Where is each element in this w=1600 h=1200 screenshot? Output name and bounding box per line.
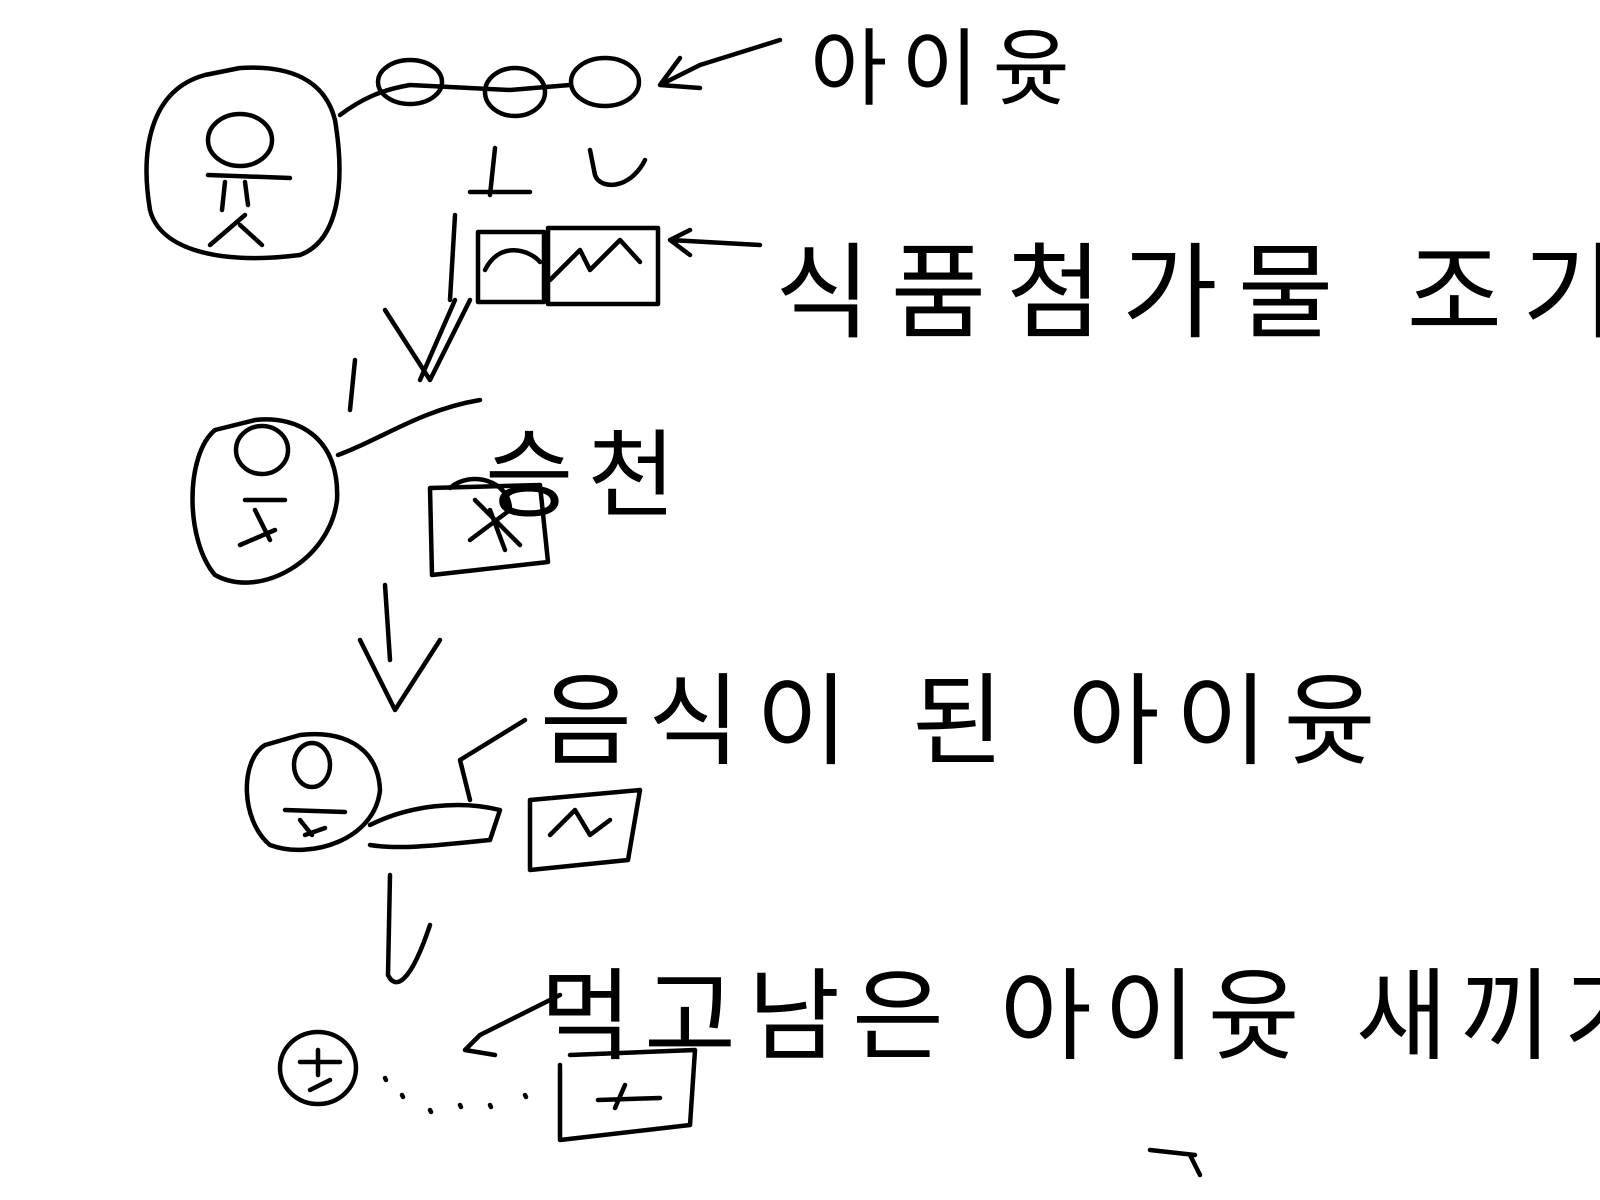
label-step5: 먹고남은 아이윳 새끼기 — [540, 958, 1600, 1075]
avatar-tiny — [277, 992, 1203, 1178]
label-step1: 아이윳 — [810, 20, 1084, 118]
label-step2: 식품첨가물 조기 — [775, 232, 1600, 354]
avatar-small — [244, 717, 643, 985]
avatar-medium — [190, 357, 483, 585]
squiggle-marks — [467, 145, 648, 198]
bead-chain — [337, 37, 783, 119]
label-step4: 음식이 된 아이윳 — [540, 663, 1392, 780]
tilted-box — [357, 476, 551, 713]
avatar-large — [144, 65, 342, 261]
label-step3: 승천 — [485, 420, 690, 532]
food-boxes — [382, 212, 763, 383]
